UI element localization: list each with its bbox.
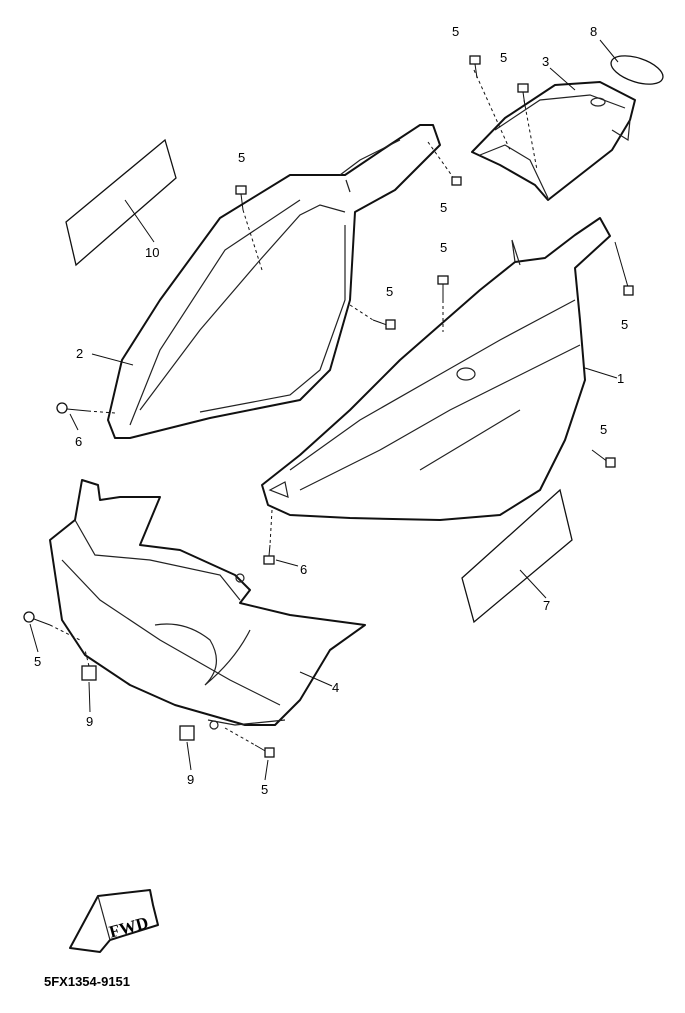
callout-5: 5 bbox=[600, 422, 607, 437]
clip-9b bbox=[179, 725, 195, 741]
leader-6b bbox=[275, 559, 299, 567]
leader-7 bbox=[519, 569, 547, 599]
screw-5f bbox=[437, 275, 449, 332]
callout-5: 5 bbox=[621, 317, 628, 332]
bolt-6a bbox=[56, 402, 116, 414]
leader-1 bbox=[584, 367, 618, 379]
leader-4 bbox=[299, 671, 333, 687]
lower-fairing bbox=[49, 479, 366, 730]
callout-5: 5 bbox=[452, 24, 459, 39]
callout-6: 6 bbox=[300, 562, 307, 577]
callout-9: 9 bbox=[187, 772, 194, 787]
screw-5i bbox=[23, 611, 81, 641]
callout-5: 5 bbox=[34, 654, 41, 669]
leader-9a bbox=[88, 681, 91, 713]
screw-5c bbox=[235, 185, 263, 271]
screw-5a bbox=[469, 55, 511, 151]
decal-10 bbox=[65, 138, 177, 267]
callout-6: 6 bbox=[75, 434, 82, 449]
callout-2: 2 bbox=[76, 346, 83, 361]
callout-3: 3 bbox=[542, 54, 549, 69]
tail-cover bbox=[471, 81, 636, 201]
leader-3 bbox=[549, 67, 576, 91]
callout-5: 5 bbox=[386, 284, 393, 299]
callout-5: 5 bbox=[440, 200, 447, 215]
leader-5j bbox=[264, 759, 269, 781]
leader-5i bbox=[29, 623, 39, 653]
leader-2 bbox=[91, 353, 134, 366]
screw-5e bbox=[349, 304, 396, 330]
leader-8 bbox=[599, 39, 619, 63]
leader-6a bbox=[69, 413, 79, 431]
screw-5j bbox=[224, 727, 275, 758]
callout-5: 5 bbox=[440, 240, 447, 255]
screw-5g bbox=[614, 241, 634, 296]
callout-9: 9 bbox=[86, 714, 93, 729]
leader-10 bbox=[124, 199, 155, 243]
callout-5: 5 bbox=[500, 50, 507, 65]
decal-7 bbox=[461, 488, 573, 624]
callout-5: 5 bbox=[261, 782, 268, 797]
side-cover-left bbox=[107, 124, 441, 439]
callout-10: 10 bbox=[145, 245, 159, 260]
leader-9b bbox=[186, 741, 192, 771]
screw-5b bbox=[517, 83, 538, 171]
bolt-6b bbox=[263, 509, 275, 565]
callout-7: 7 bbox=[543, 598, 550, 613]
side-cover-right bbox=[261, 217, 611, 521]
diagram-code: 5FX1354-9151 bbox=[44, 974, 130, 989]
screw-5h bbox=[591, 449, 616, 468]
fwd-arrow-icon: FWD bbox=[69, 889, 159, 953]
screw-5d bbox=[427, 141, 462, 186]
clip-9a bbox=[81, 649, 97, 681]
callout-8: 8 bbox=[590, 24, 597, 39]
emblem-8 bbox=[610, 55, 664, 85]
callout-5: 5 bbox=[238, 150, 245, 165]
callout-1: 1 bbox=[617, 371, 624, 386]
callout-4: 4 bbox=[332, 680, 339, 695]
